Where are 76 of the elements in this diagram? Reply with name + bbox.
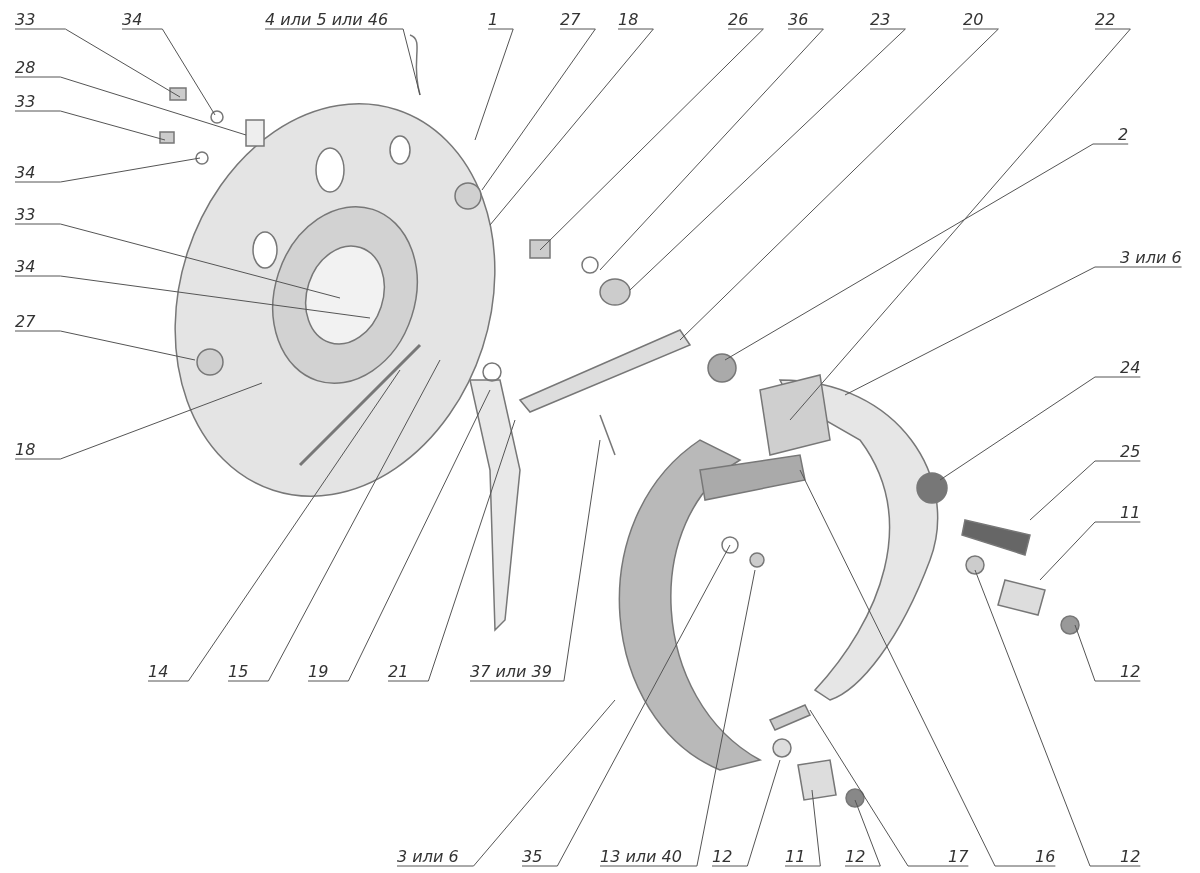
callout-number: 35 — [522, 847, 543, 866]
callout-number: 37 или 39 — [470, 662, 552, 681]
leader-line — [521, 544, 731, 867]
callout-number: 12 — [845, 847, 866, 866]
leader-line — [14, 330, 196, 361]
callout-number: 12 — [1120, 847, 1141, 866]
leader-line — [1074, 624, 1141, 682]
callout-number: 19 — [308, 662, 329, 681]
callout-number: 3 или 6 — [397, 847, 459, 866]
leader-line — [14, 157, 201, 183]
leader-line — [469, 439, 601, 682]
callout-number: 24 — [1120, 358, 1141, 377]
leader-line — [1039, 521, 1141, 581]
callout-number: 28 — [15, 58, 36, 77]
leader-line — [974, 569, 1141, 867]
callout-number: 2 — [1118, 125, 1129, 144]
callout-number: 15 — [228, 662, 249, 681]
leader-line — [474, 28, 514, 141]
leader-line — [599, 28, 824, 271]
callout-number: 11 — [1120, 503, 1141, 522]
leader-line — [14, 28, 181, 98]
callout-number: 25 — [1120, 442, 1141, 461]
leader-line — [227, 359, 441, 682]
callout-number: 4 или 5 или 46 — [265, 10, 389, 29]
leader-line — [844, 799, 881, 867]
callout-number: 16 — [1035, 847, 1056, 866]
leader-line — [307, 389, 491, 682]
leader-line — [789, 28, 1131, 421]
callout-number: 33 — [15, 205, 36, 224]
leader-line — [679, 28, 999, 341]
leader-line — [14, 223, 341, 299]
callout-number: 34 — [122, 10, 143, 29]
leader-line — [724, 143, 1129, 361]
leader-line — [264, 28, 421, 96]
leader-line — [121, 28, 216, 116]
leader-line — [711, 759, 781, 867]
callout-number: 34 — [15, 163, 36, 182]
callout-number: 1 — [488, 10, 499, 29]
callout-number: 18 — [15, 440, 36, 459]
leader-line — [14, 76, 247, 136]
callout-number: 20 — [963, 10, 984, 29]
leader-line — [14, 275, 371, 319]
callout-number: 34 — [15, 257, 36, 276]
callout-number: 12 — [1120, 662, 1141, 681]
callout-number: 13 или 40 — [600, 847, 682, 866]
leader-line — [599, 569, 756, 867]
callout-number: 27 — [15, 312, 36, 331]
leader-line — [539, 28, 764, 251]
leader-line — [489, 28, 654, 226]
leader-line — [809, 709, 969, 867]
leader-line — [629, 28, 906, 291]
callout-number: 17 — [948, 847, 969, 866]
leader-line — [14, 382, 263, 460]
callout-number: 33 — [15, 92, 36, 111]
leader-line — [396, 699, 616, 867]
callout-number: 21 — [388, 662, 409, 681]
leader-line — [387, 419, 516, 682]
leader-line — [799, 469, 1056, 867]
leader-line — [844, 266, 1183, 396]
leader-line — [481, 28, 596, 191]
callout-number: 18 — [618, 10, 639, 29]
callout-number: 26 — [728, 10, 749, 29]
callout-number: 23 — [870, 10, 891, 29]
callout-number: 12 — [712, 847, 733, 866]
callout-number: 27 — [560, 10, 581, 29]
leader-line — [1029, 460, 1141, 521]
leader-line — [14, 110, 166, 141]
leader-line — [939, 376, 1141, 481]
callout-number: 36 — [788, 10, 809, 29]
leader-line — [147, 369, 401, 682]
callout-number: 11 — [785, 847, 806, 866]
callout-number: 22 — [1095, 10, 1116, 29]
callout-number: 3 или 6 — [1120, 248, 1182, 267]
callout-number: 14 — [148, 662, 169, 681]
callout-number: 33 — [15, 10, 36, 29]
leader-line — [784, 789, 821, 867]
